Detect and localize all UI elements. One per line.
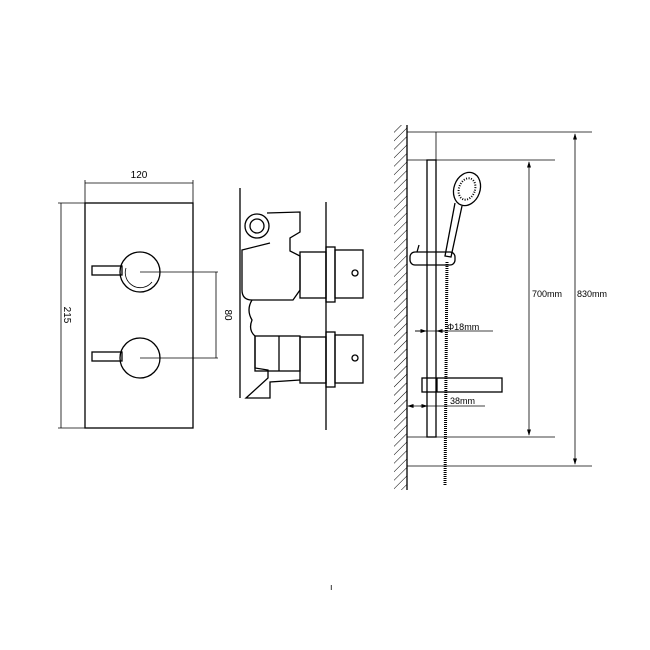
- width-label: 120: [131, 170, 148, 181]
- slider-holder: [409, 244, 456, 266]
- upper-valve-stem: [299, 246, 364, 303]
- slide-rail: [426, 159, 437, 438]
- lower-valve-stem: [299, 331, 364, 388]
- shower-rail-view: Φ18mm 38mm 700mm 830mm: [394, 125, 607, 490]
- face-plate: [84, 202, 194, 429]
- offset-label: 38mm: [450, 396, 475, 406]
- hand-shower: [444, 171, 482, 258]
- spacing-label: 80: [222, 309, 233, 321]
- side-view: [239, 188, 364, 430]
- shower-hose: [443, 261, 449, 486]
- footer-mark: ı: [330, 582, 333, 592]
- height-label: 215: [61, 307, 72, 324]
- overall-height-label: 830mm: [577, 289, 607, 299]
- diameter-label: Φ18mm: [447, 322, 479, 332]
- rail-length-label: 700mm: [532, 289, 562, 299]
- soap-dish: [421, 377, 503, 393]
- wall-hatch: [394, 125, 407, 490]
- front-view: 120 215 80: [58, 170, 233, 429]
